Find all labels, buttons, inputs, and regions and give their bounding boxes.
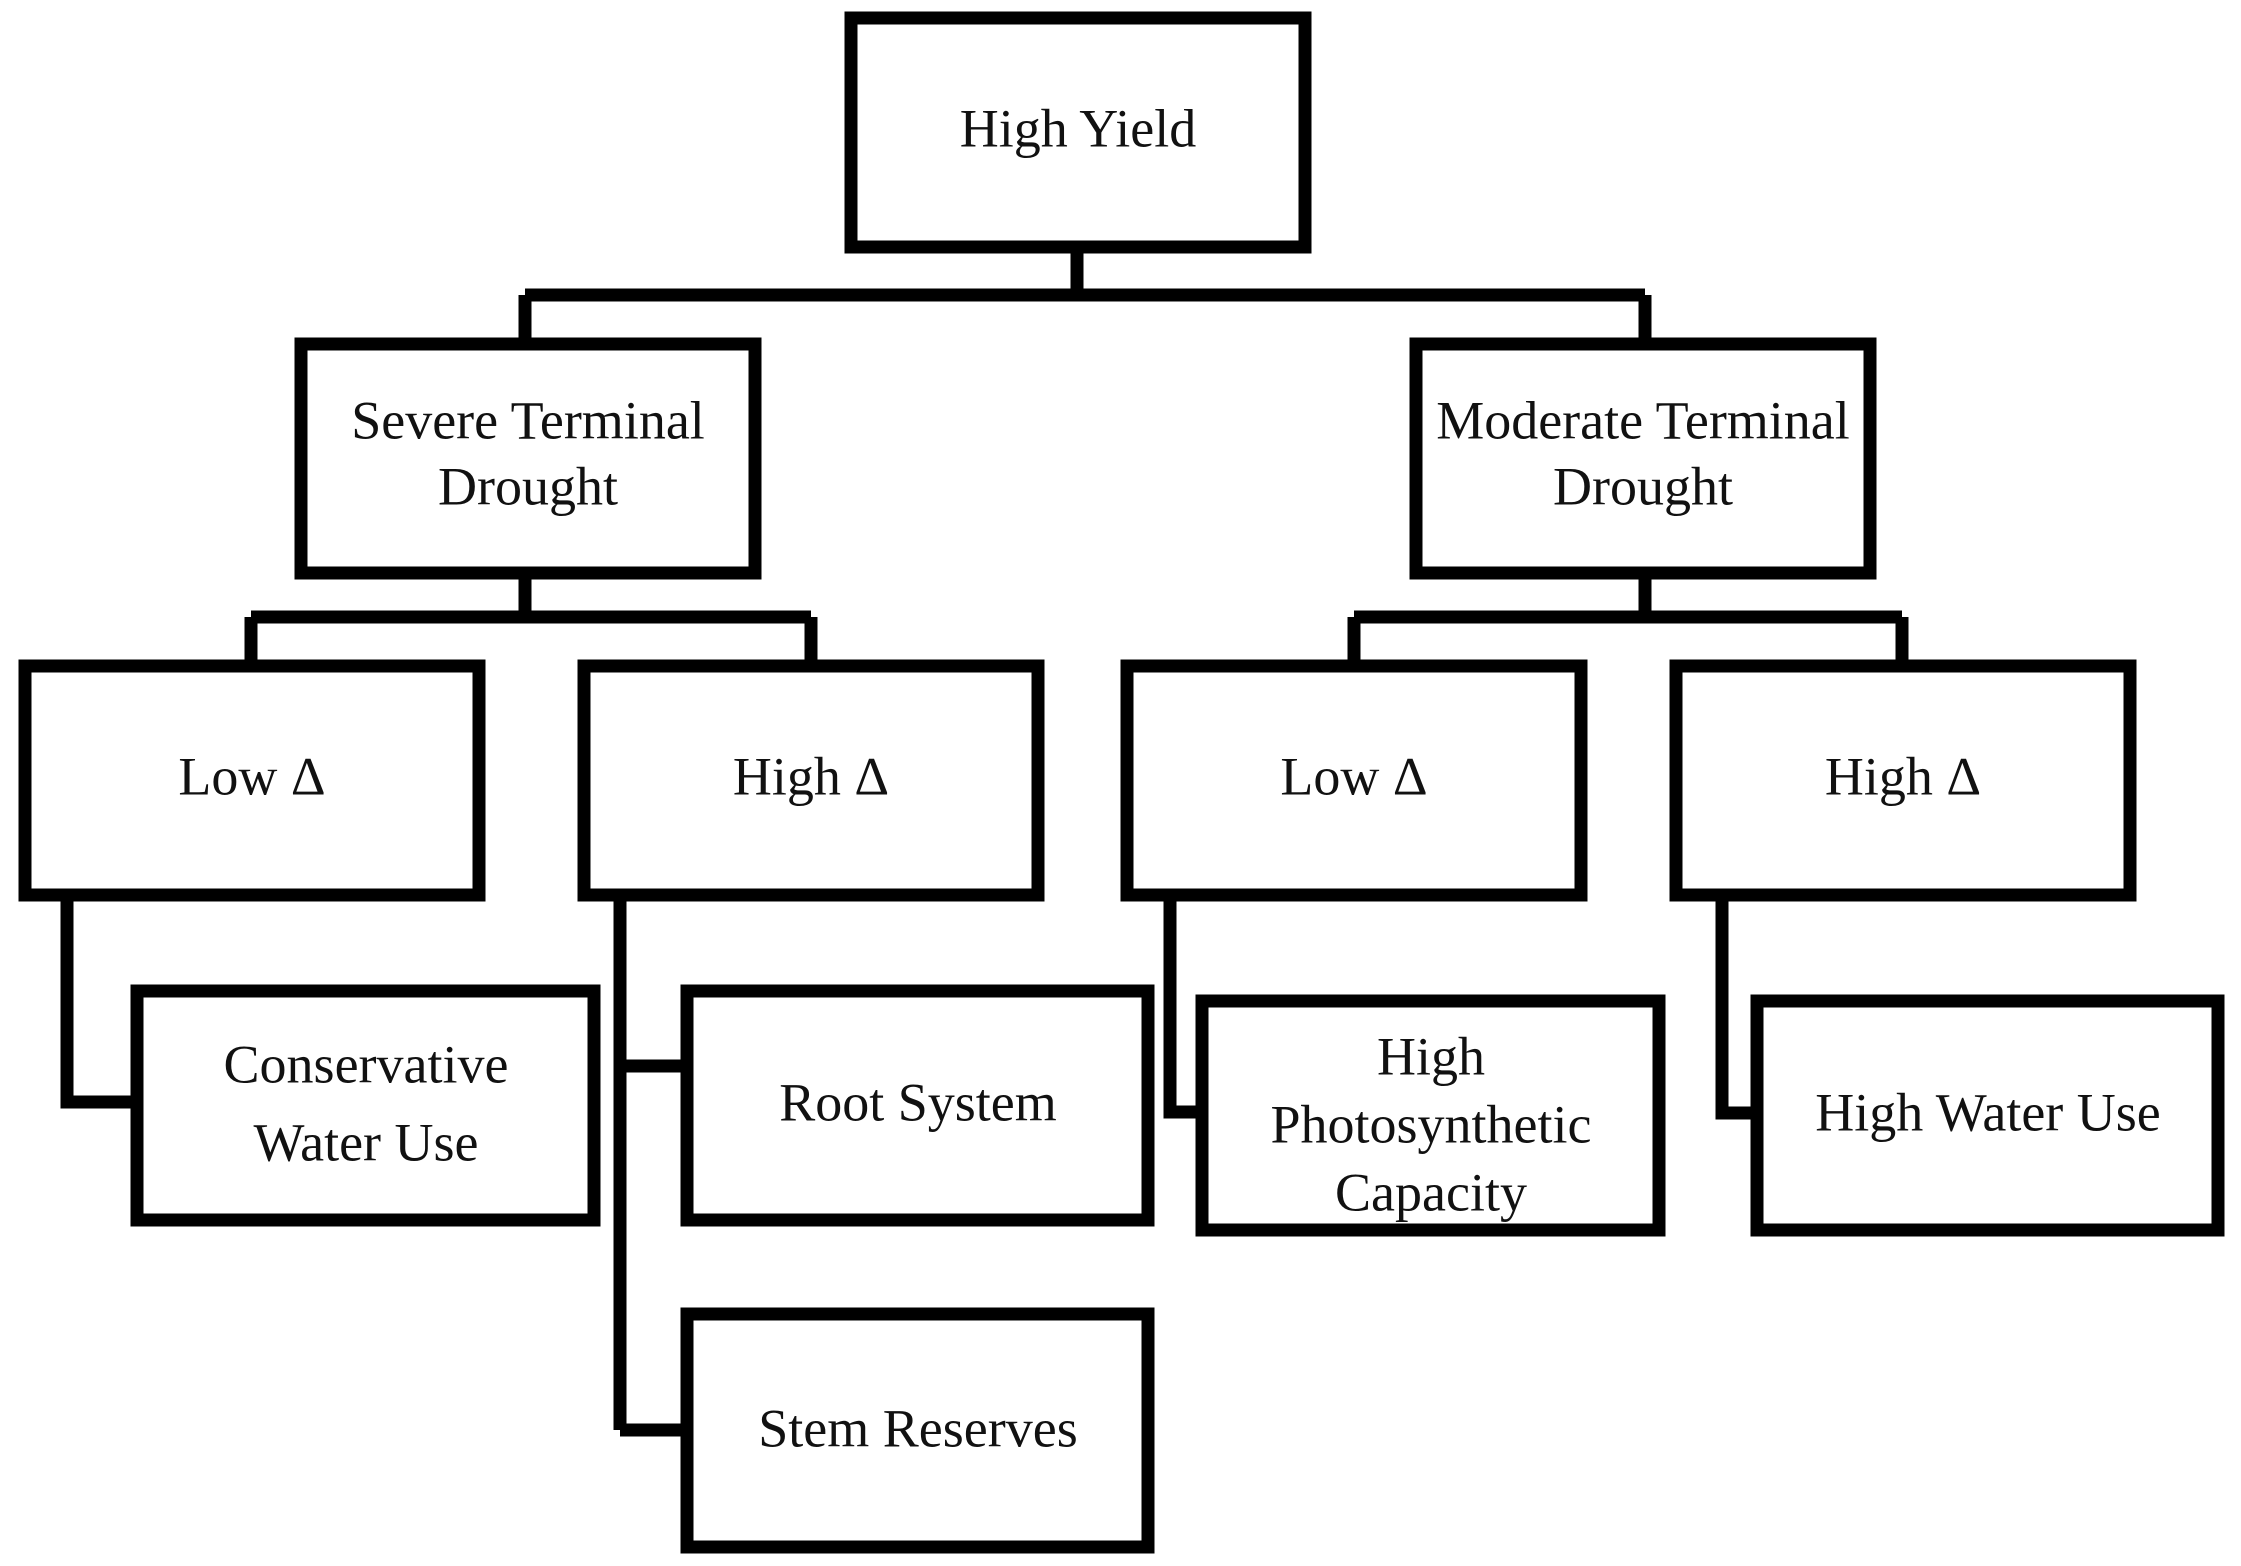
node-conservative-water-use-label-line2: Water Use [253,1112,478,1172]
edge-moderate-to-deltas [1347,578,1909,660]
node-high-photosynthetic-capacity-label-line2: Photosynthetic [1271,1094,1592,1154]
edge-severe-to-deltas [244,578,818,660]
node-moderate-terminal-drought-box[interactable] [1409,337,1877,580]
node-conservative-water-use-box[interactable] [130,984,601,1227]
node-high-photosynthetic-capacity-label-line1: High [1377,1026,1485,1086]
node-moderate-high-delta-box[interactable] [1669,659,2137,902]
node-severe-low-delta-box[interactable] [18,659,486,902]
node-moderate-low-delta-box[interactable] [1120,659,1588,902]
node-high-water-use-box[interactable] [1750,994,2225,1237]
node-root-system[interactable]: Root System [680,984,1155,1227]
node-severe-terminal-drought-label-line1: Severe Terminal [351,390,705,450]
node-high-yield-box[interactable] [844,11,1312,254]
node-high-water-use[interactable]: High Water Use [1750,994,2225,1237]
node-stem-reserves-label: Stem Reserves [758,1398,1077,1458]
node-moderate-terminal-drought[interactable]: Moderate Terminal Drought [1409,337,1877,580]
node-stem-reserves[interactable]: Stem Reserves [680,1307,1155,1554]
node-moderate-low-delta-label: Low Δ [1280,746,1427,806]
edge-severe-high-delta-to-root-system [613,890,681,1437]
node-moderate-terminal-drought-label-line2: Drought [1553,456,1733,516]
node-high-yield-label: High Yield [960,98,1197,158]
node-conservative-water-use-label-line1: Conservative [224,1034,509,1094]
node-moderate-terminal-drought-label-line1: Moderate Terminal [1436,390,1850,450]
node-stem-reserves-box[interactable] [680,1307,1155,1554]
node-moderate-low-delta[interactable]: Low Δ [1120,659,1588,902]
node-severe-low-delta[interactable]: Low Δ [18,659,486,902]
edge-moderate-high-delta-to-high-water-use [1715,900,1751,1120]
node-moderate-high-delta-label: High Δ [1825,746,1981,806]
node-high-water-use-label: High Water Use [1815,1082,2161,1142]
node-high-photosynthetic-capacity-box[interactable] [1195,994,1666,1237]
node-root-system-box[interactable] [680,984,1155,1227]
edge-severe-low-delta-to-conservative-water-use [60,900,131,1109]
node-severe-low-delta-label: Low Δ [178,746,325,806]
connector-layer [60,253,1909,1437]
node-moderate-high-delta[interactable]: High Δ [1669,659,2137,902]
edge-root-to-droughts [518,253,1652,338]
node-high-photosynthetic-capacity-label-line3: Capacity [1335,1162,1527,1222]
node-high-photosynthetic-capacity[interactable]: High Photosynthetic Capacity [1195,994,1666,1237]
node-severe-high-delta-box[interactable] [577,659,1045,902]
node-root-system-label: Root System [779,1072,1057,1132]
edge-moderate-low-delta-to-high-photosynthetic-capacity [1163,900,1196,1119]
node-severe-high-delta[interactable]: High Δ [577,659,1045,902]
node-high-yield[interactable]: High Yield [844,11,1312,254]
node-severe-high-delta-label: High Δ [733,746,889,806]
node-severe-terminal-drought-box[interactable] [294,337,762,580]
node-severe-terminal-drought-label-line2: Drought [438,456,618,516]
node-conservative-water-use[interactable]: Conservative Water Use [130,984,601,1227]
node-severe-terminal-drought[interactable]: Severe Terminal Drought [294,337,762,580]
